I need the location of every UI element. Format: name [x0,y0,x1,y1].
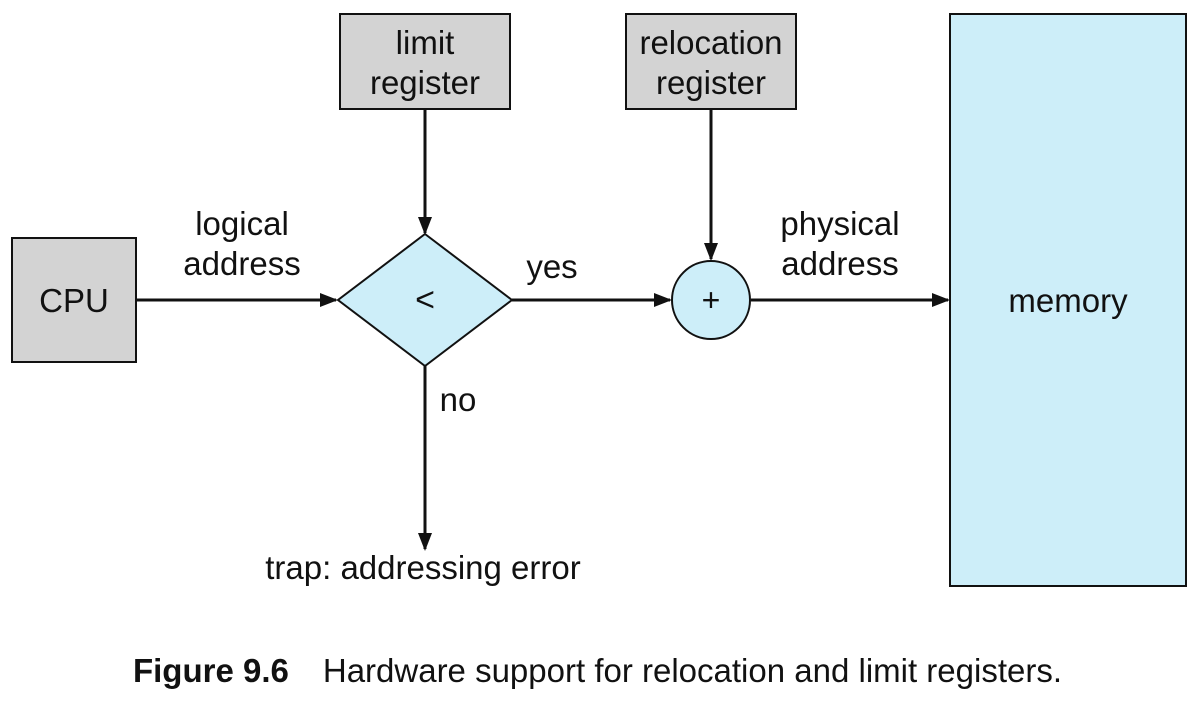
cpu-label: CPU [39,282,109,319]
no-label: no [440,381,477,418]
figure-caption: Figure 9.6 Hardware support for relocatio… [0,652,1195,690]
logical-address-label-line1: logical [195,205,289,242]
yes-label: yes [526,248,577,285]
adder-circle [671,260,751,340]
physical-address-label-line2: address [781,245,898,282]
trap-label: trap: addressing error [265,549,580,586]
limit-register-label-line1: limit [396,24,455,61]
adder-symbol: + [702,282,721,318]
memory-box [949,13,1187,587]
figure-number: Figure 9.6 [132,652,289,689]
relocation-register-label-line2: register [656,64,766,101]
cpu-box [11,237,137,363]
limit-register-label-line2: register [370,64,480,101]
relocation-register-label-line1: relocation [639,24,782,61]
logical-address-label-line2: address [183,245,300,282]
comparator-diamond [336,232,514,368]
memory-label: memory [1008,282,1128,319]
figure-caption-text: Hardware support for relocation and limi… [322,652,1063,689]
relocation-limit-diagram: CPU limit register relocation register <… [11,13,1187,587]
comparator-symbol: < [415,281,435,319]
relocation-register-box [625,13,797,110]
limit-register-box [339,13,511,110]
physical-address-label-line1: physical [780,205,899,242]
